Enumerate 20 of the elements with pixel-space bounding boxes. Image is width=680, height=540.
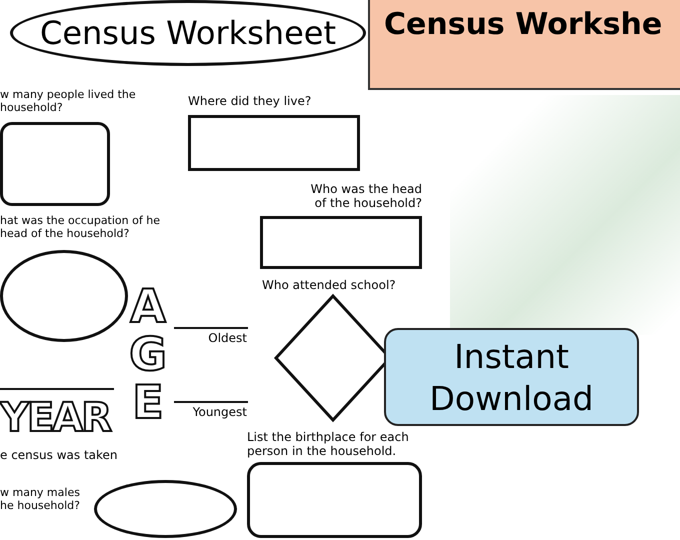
- answer-box: [188, 115, 360, 171]
- question-text: Where did they live?: [188, 94, 312, 108]
- caption-text: e census was taken: [0, 448, 118, 462]
- banner-heading: Census Workshe: [384, 7, 662, 43]
- oldest-label: Oldest: [207, 331, 247, 345]
- question-text: Who was the head of the household?: [310, 182, 422, 210]
- youngest-label: Youngest: [192, 405, 247, 419]
- answer-box: [0, 122, 110, 206]
- question-text: List the birthplace for each person in the household.: [247, 430, 410, 458]
- age-lettering: AGE: [128, 282, 168, 426]
- badge-text: Instant Download: [428, 336, 595, 420]
- question-text: w many people lived the household?: [0, 88, 137, 114]
- download-badge: [384, 328, 639, 426]
- title-text: Census Worksheet: [38, 15, 337, 51]
- question-text: Who attended school?: [262, 278, 397, 292]
- answer-box: [247, 462, 422, 538]
- question-text: w many males he household?: [0, 486, 81, 512]
- answer-box: [260, 216, 422, 269]
- question-text: hat was the occupation of he head of the household?: [0, 214, 161, 240]
- title-banner: [368, 0, 680, 90]
